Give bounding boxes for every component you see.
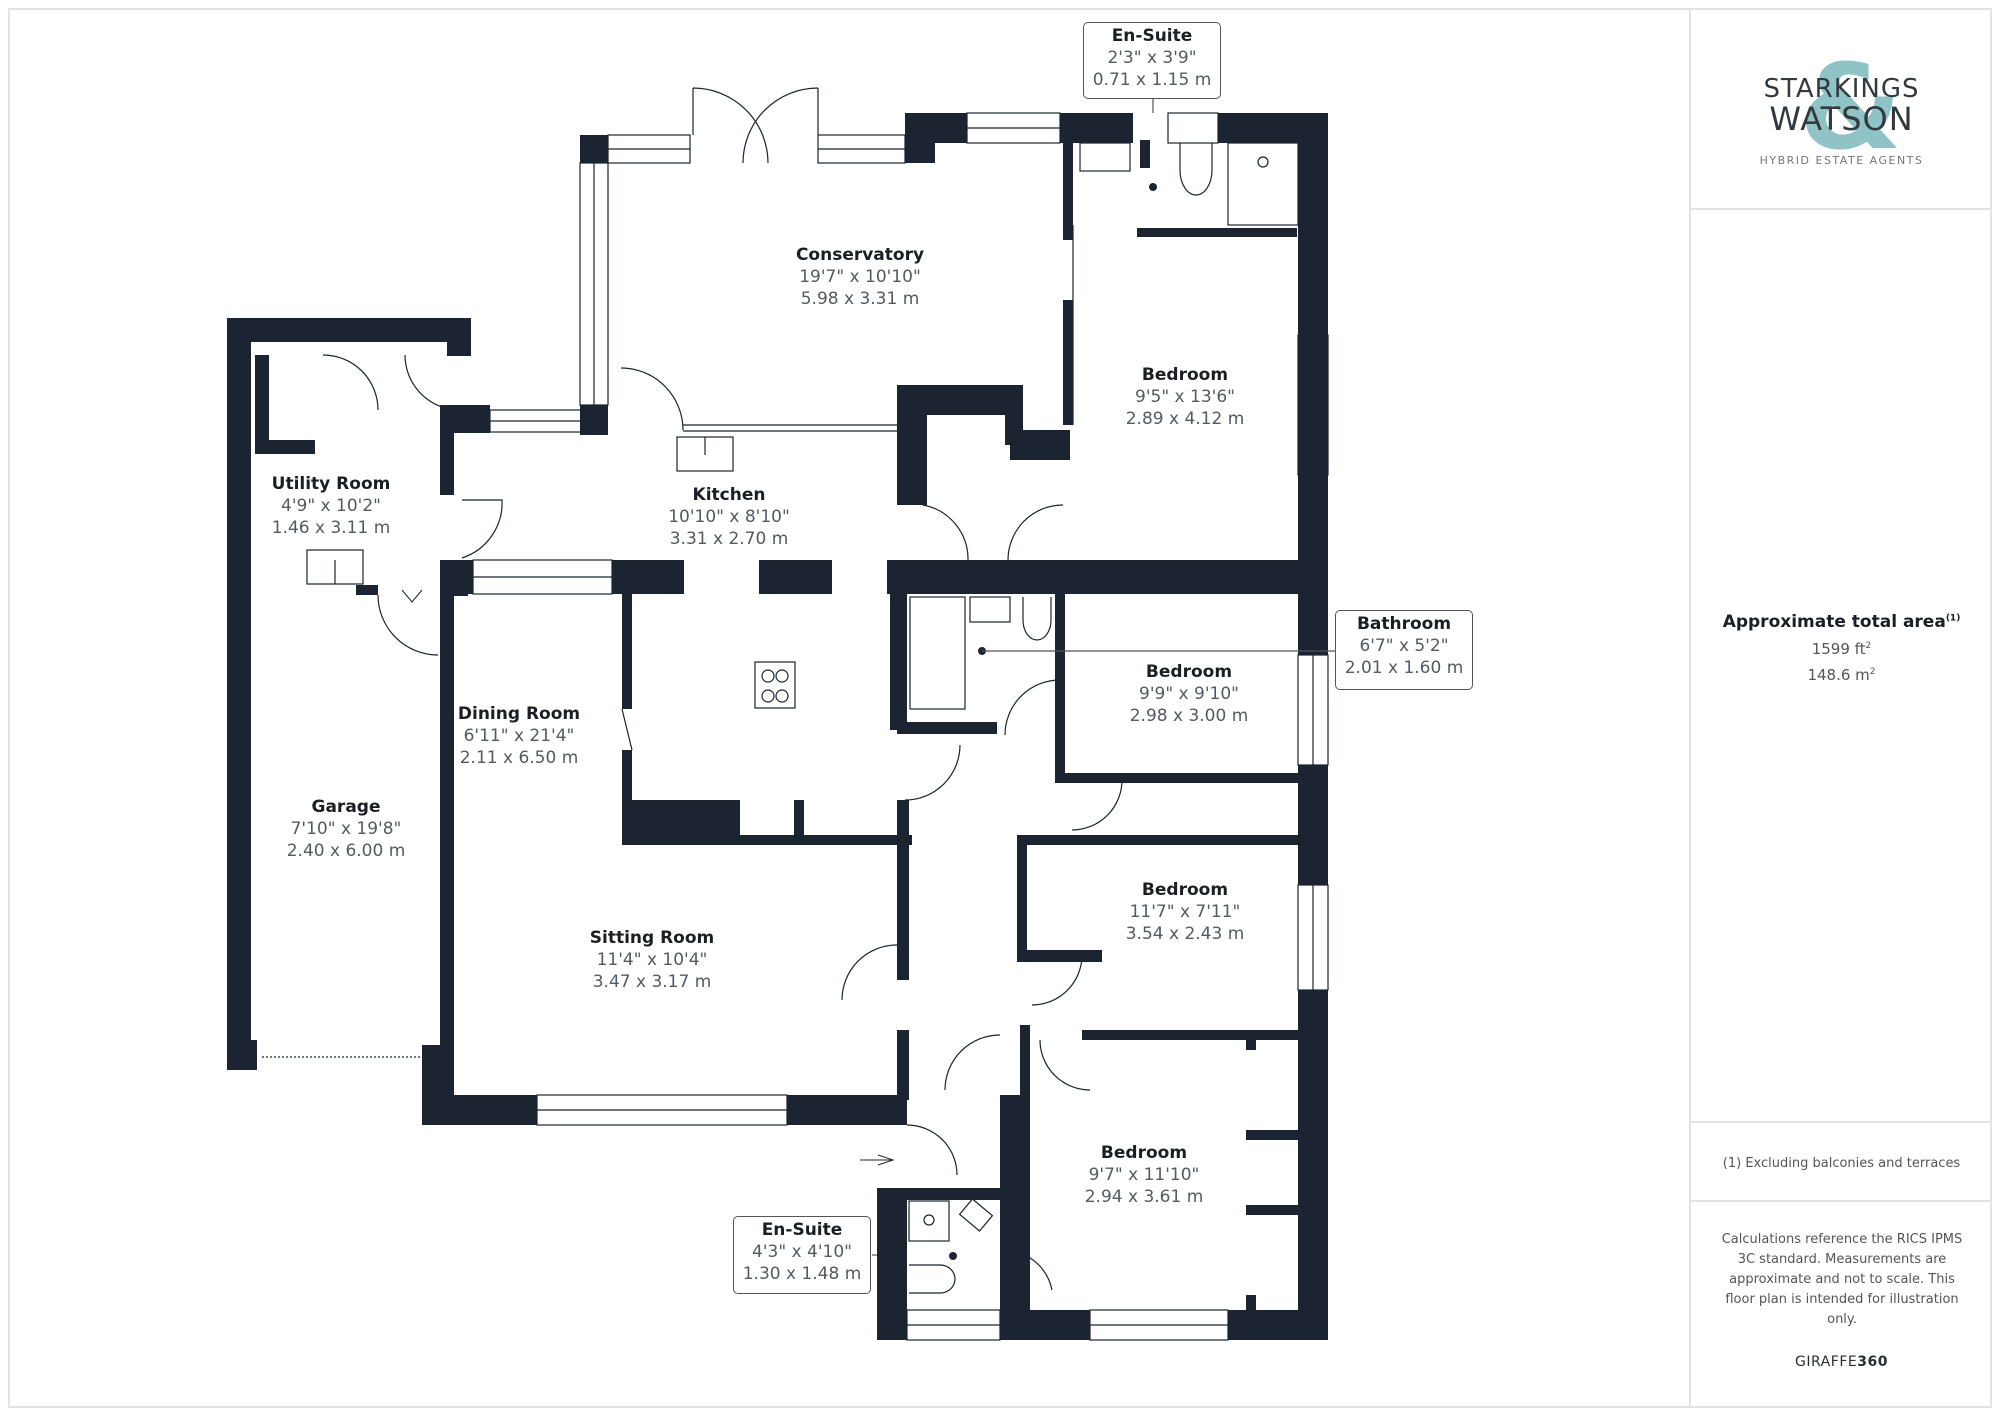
room-imperial: 9'5" x 13'6" [1135,387,1235,407]
room-metric: 3.47 x 3.17 m [592,972,712,992]
page-frame [8,8,1992,1408]
windows [262,112,1329,1341]
room-imperial: 10'10" x 8'10" [668,507,790,527]
room-imperial: 11'7" x 7'11" [1129,902,1241,922]
callout-imperial: 6'7" x 5'2" [1359,636,1449,656]
area-ft: 1599 ft2 [1811,640,1872,658]
room-bedroom-3: Bedroom 11'7" x 7'11" 3.54 x 2.43 m [1126,879,1245,945]
doors [322,87,1123,1291]
divider [1691,208,1992,210]
divider [1691,1200,1992,1202]
room-conservatory: Conservatory 19'7" x 10'10" 5.98 x 3.31 … [796,244,924,310]
total-area: Approximate total area(1) 1599 ft2 148.6… [1691,612,1992,684]
fixtures [306,142,1299,1294]
callout-metric: 2.01 x 1.60 m [1344,658,1464,678]
callout-name: Bathroom [1356,614,1452,634]
room-metric: 2.11 x 6.50 m [459,748,579,768]
callout-leaders [872,98,1338,1256]
callout-name: En-Suite [1111,26,1193,46]
room-metric: 1.46 x 3.11 m [271,518,391,538]
room-metric: 3.31 x 2.70 m [669,529,789,549]
area-title: Approximate total area(1) [1722,612,1961,632]
room-bedroom-4: Bedroom 9'7" x 11'10" 2.94 x 3.61 m [1085,1142,1204,1208]
room-garage: Garage 7'10" x 19'8" 2.40 x 6.00 m [287,796,406,862]
room-name: Garage [311,797,381,817]
callout-imperial: 4'3" x 4'10" [752,1242,852,1262]
room-name: Dining Room [457,704,581,724]
room-imperial: 7'10" x 19'8" [290,819,402,839]
room-name: Bedroom [1145,662,1233,682]
room-metric: 2.94 x 3.61 m [1084,1187,1204,1207]
room-name: Kitchen [692,485,766,505]
room-bedroom-2: Bedroom 9'9" x 9'10" 2.98 x 3.00 m [1130,661,1249,727]
callout-imperial: 2'3" x 3'9" [1107,48,1197,68]
room-name: Utility Room [271,474,391,494]
room-imperial: 19'7" x 10'10" [799,267,921,287]
room-metric: 2.98 x 3.00 m [1129,706,1249,726]
footnote: (1) Excluding balconies and terraces [1722,1156,1961,1171]
callout-name: En-Suite [761,1220,843,1240]
room-utility: Utility Room 4'9" x 10'2" 1.46 x 3.11 m [272,473,391,539]
room-metric: 2.40 x 6.00 m [286,841,406,861]
room-dining: Dining Room 6'11" x 21'4" 2.11 x 6.50 m [458,703,580,769]
fixture-dots [949,183,1157,1260]
software-brand: GIRAFFE360 [1795,1354,1888,1370]
callout-ensuite-1: En-Suite 2'3" x 3'9" 0.71 x 1.15 m [1083,22,1221,99]
room-metric: 2.89 x 4.12 m [1125,409,1245,429]
room-metric: 5.98 x 3.31 m [800,289,920,309]
divider [1691,1121,1992,1123]
room-imperial: 6'11" x 21'4" [463,726,575,746]
callout-metric: 1.30 x 1.48 m [742,1264,862,1284]
room-name: Bedroom [1141,880,1229,900]
area-m: 148.6 m2 [1807,666,1876,684]
disclaimer: Calculations reference the RICS IPMS 3C … [1721,1232,1963,1327]
room-imperial: 11'4" x 10'4" [596,950,708,970]
room-imperial: 9'7" x 11'10" [1088,1165,1200,1185]
room-bedroom-1: Bedroom 9'5" x 13'6" 2.89 x 4.12 m [1126,364,1245,430]
room-imperial: 9'9" x 9'10" [1139,684,1239,704]
brand-name-line2: WATSON [1769,100,1914,138]
room-sitting: Sitting Room 11'4" x 10'4" 3.47 x 3.17 m [590,927,715,993]
walls [227,113,1328,1340]
callout-ensuite-2: En-Suite 4'3" x 4'10" 1.30 x 1.48 m [733,1216,871,1294]
room-name: Conservatory [795,245,925,265]
info-panel: & STARKINGS WATSON HYBRID ESTATE AGENTS … [1689,8,1992,1408]
callout-bathroom: Bathroom 6'7" x 5'2" 2.01 x 1.60 m [1335,610,1473,690]
brand-logo: & STARKINGS WATSON HYBRID ESTATE AGENTS [1691,8,1992,208]
brand-tagline: HYBRID ESTATE AGENTS [1759,154,1924,167]
ampersand-mark: & [1799,38,1902,176]
room-imperial: 4'9" x 10'2" [281,496,381,516]
room-name: Sitting Room [589,928,715,948]
room-name: Bedroom [1100,1143,1188,1163]
room-kitchen: Kitchen 10'10" x 8'10" 3.31 x 2.70 m [668,484,790,550]
room-name: Bedroom [1141,365,1229,385]
brand-name-line1: STARKINGS [1763,74,1920,104]
floor-plan [227,87,1338,1341]
room-metric: 3.54 x 2.43 m [1125,924,1245,944]
callout-metric: 0.71 x 1.15 m [1092,70,1212,90]
